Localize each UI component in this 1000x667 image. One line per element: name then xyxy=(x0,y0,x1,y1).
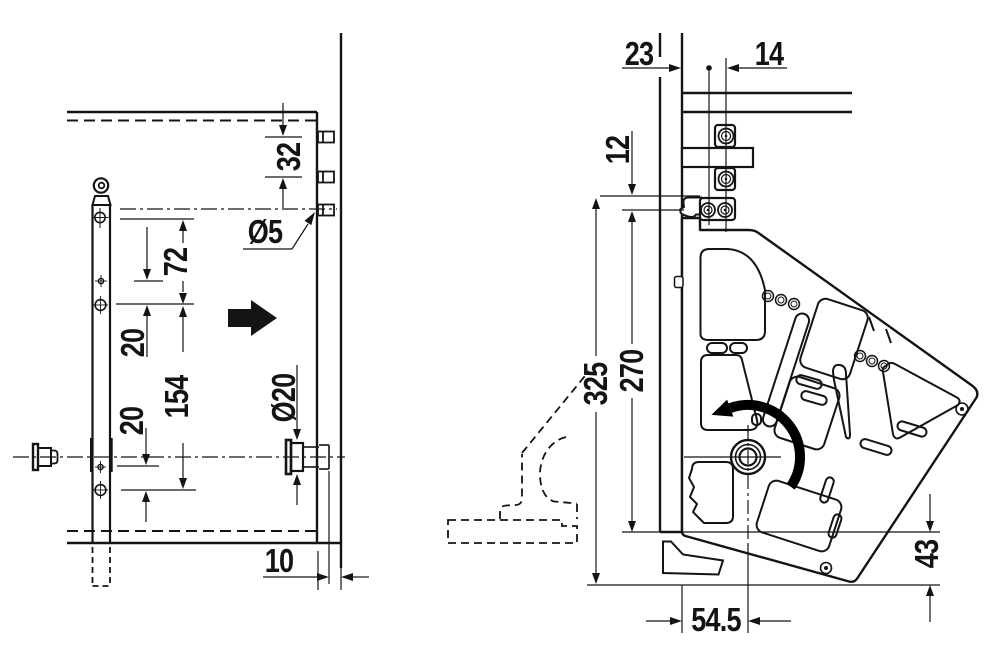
dim-label-43: 43 xyxy=(908,539,945,569)
dim-label-72: 72 xyxy=(157,247,194,277)
left-dimensions xyxy=(116,103,369,581)
dim-label-20-bottom: 20 xyxy=(113,406,150,436)
dim-label-54-5: 54.5 xyxy=(691,601,741,638)
swivel-rotation-arrow-icon xyxy=(711,399,805,490)
dim-label-sleeve-dia: Ø20 xyxy=(265,373,302,423)
dim-label-peg-spacing: 32 xyxy=(270,142,307,172)
mounting-rail xyxy=(90,177,113,587)
rivet-screws xyxy=(761,289,969,575)
bottom-lug xyxy=(662,540,725,576)
dim-label-154: 154 xyxy=(158,375,195,419)
cabinet-panel-lines xyxy=(67,33,343,590)
dim-label-270: 270 xyxy=(613,349,650,393)
left-view xyxy=(13,33,369,590)
right-view xyxy=(447,33,979,633)
dim-label-14: 14 xyxy=(754,35,784,72)
dim-label-23: 23 xyxy=(624,35,654,72)
peg-holes xyxy=(317,130,335,217)
dim-label-12: 12 xyxy=(599,135,636,165)
dim-label-peg-hole-dia: Ø5 xyxy=(247,213,283,250)
folded-position-ghost-outline xyxy=(447,370,590,544)
right-dimensions xyxy=(587,58,940,633)
dim-label-325: 325 xyxy=(577,362,614,406)
center-axes xyxy=(13,208,345,458)
insert-direction-arrow-icon xyxy=(228,300,277,336)
dim-label-20-top: 20 xyxy=(114,328,151,358)
swivel-bracket xyxy=(680,216,979,584)
dim-label-10: 10 xyxy=(264,542,294,579)
